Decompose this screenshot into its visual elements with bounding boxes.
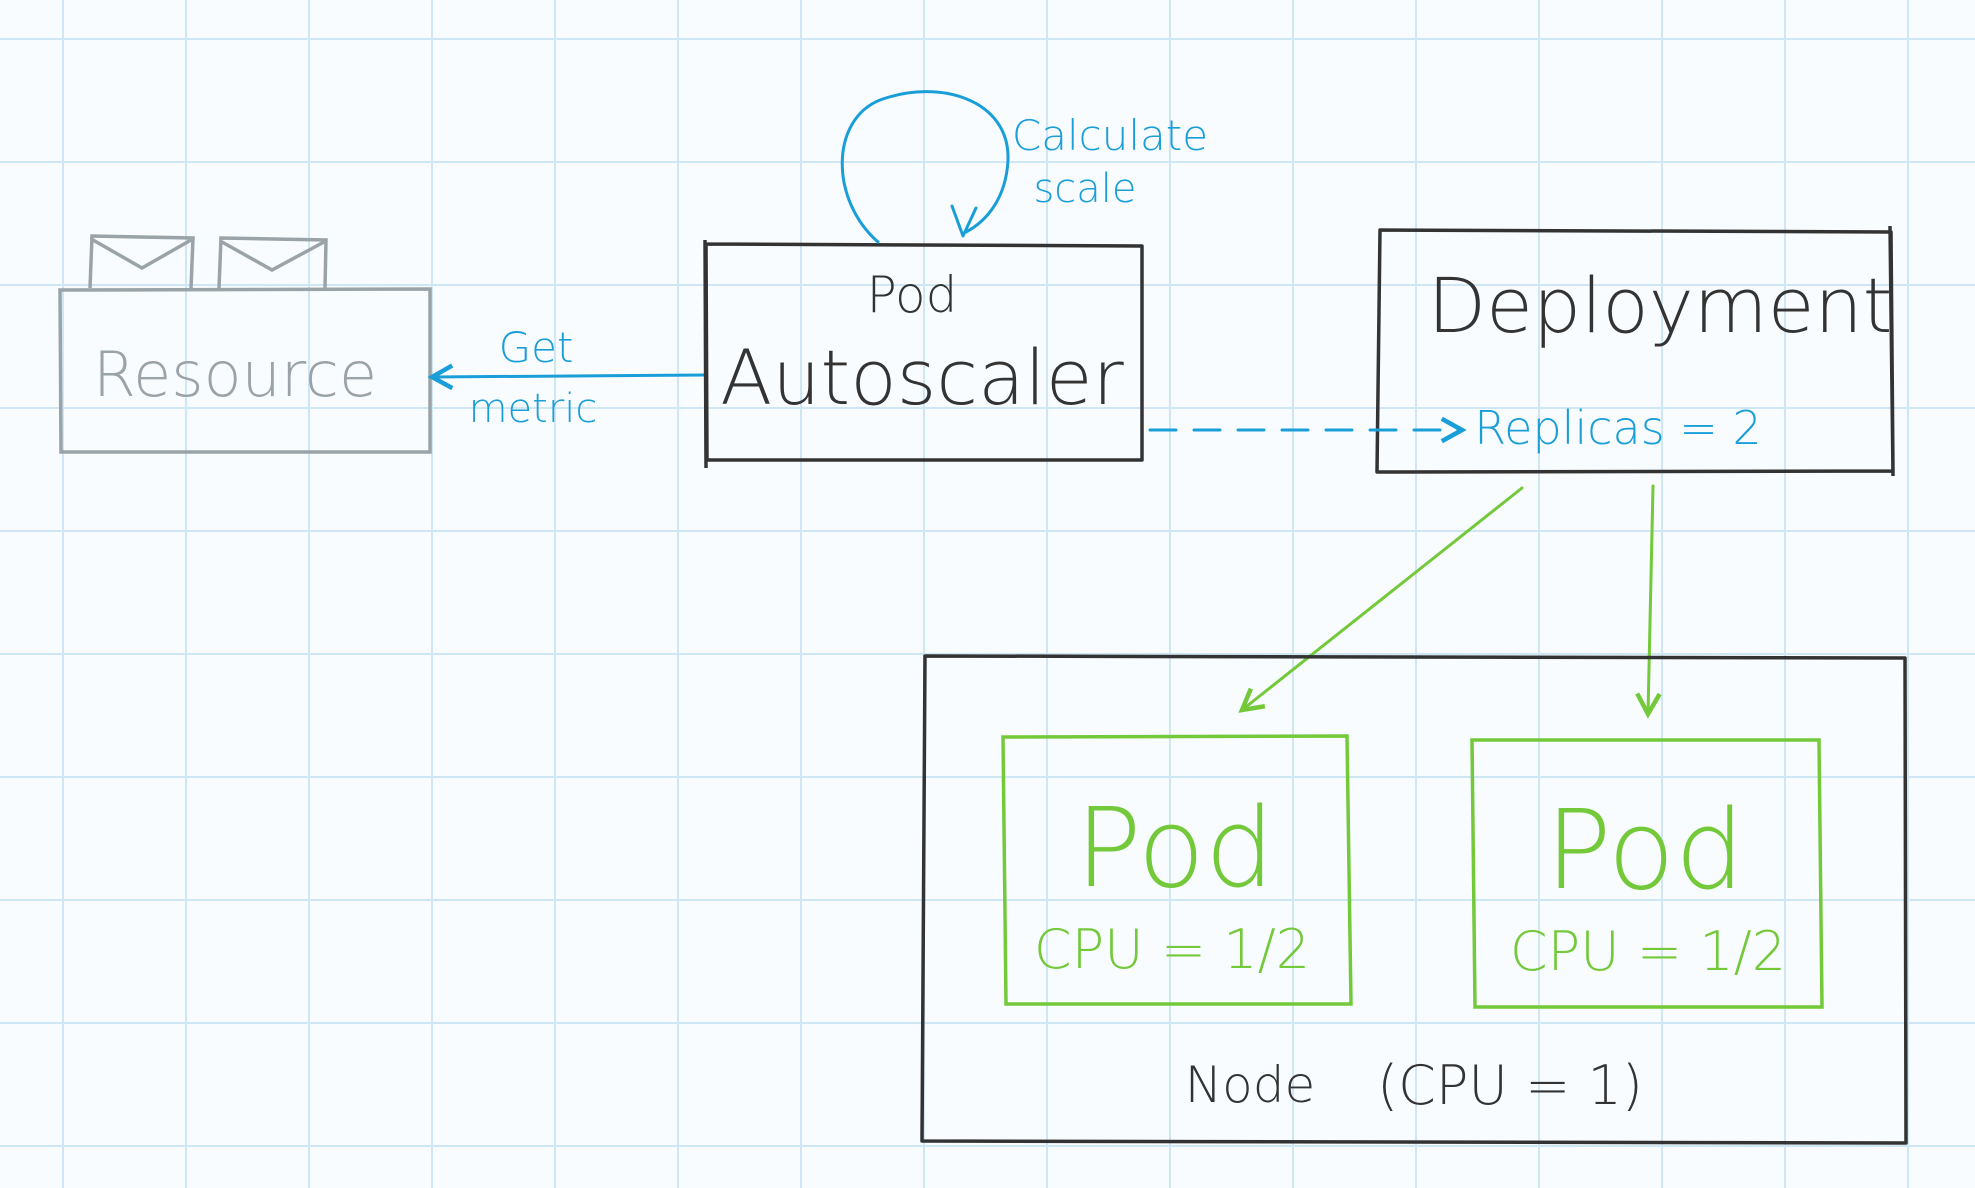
pod-1-cpu-label: CPU = 1/2 [1034, 918, 1310, 981]
pod-1-box [1001, 734, 1353, 1006]
autoscaler-box [703, 239, 1144, 469]
node-label: Node [1185, 1056, 1316, 1114]
autoscaler-group: Pod Autoscaler [703, 239, 1144, 469]
pod-2-group: Pod CPU = 1/2 [1470, 738, 1824, 1009]
node-group: Node (CPU = 1) [920, 654, 1908, 1145]
calculate-scale-group: Calculate scale [840, 90, 1208, 244]
deployment-label: Deployment [1428, 261, 1893, 350]
replicas-label: Replicas = 2 [1474, 401, 1761, 455]
pod-1-group: Pod CPU = 1/2 [1001, 734, 1353, 1006]
autoscaler-label-line2: Autoscaler [720, 333, 1124, 422]
resource-label: Resource [93, 338, 377, 411]
get-metric-label-line2: metric [469, 386, 598, 432]
deploy-to-pod1-arrow [1242, 486, 1524, 710]
pod-2-box [1470, 738, 1824, 1009]
get-metric-arrow [432, 375, 707, 377]
get-metric-group: Get metric [432, 323, 707, 432]
calculate-scale-label-line2: scale [1033, 166, 1136, 212]
autoscaler-label-line1: Pod [867, 266, 958, 324]
mail-icon [88, 234, 195, 289]
resource-box [58, 287, 432, 454]
calculate-scale-loop-arrow [840, 90, 1010, 244]
deployment-box [1375, 225, 1895, 477]
node-cpu-label: (CPU = 1) [1377, 1054, 1643, 1117]
resource-group: Resource [58, 234, 432, 454]
deployment-group: Deployment Replicas = 2 [1375, 225, 1895, 477]
mail-icon [217, 236, 328, 289]
calculate-scale-arrowhead [950, 204, 978, 238]
get-metric-label-line1: Get [499, 323, 574, 372]
node-box [920, 654, 1908, 1145]
calculate-scale-label-line1: Calculate [1012, 111, 1208, 160]
deploy-to-pod2-arrow [1648, 484, 1653, 714]
pod-2-cpu-label: CPU = 1/2 [1510, 920, 1786, 983]
pod-1-label: Pod [1075, 784, 1275, 912]
pod-2-label: Pod [1545, 786, 1745, 914]
